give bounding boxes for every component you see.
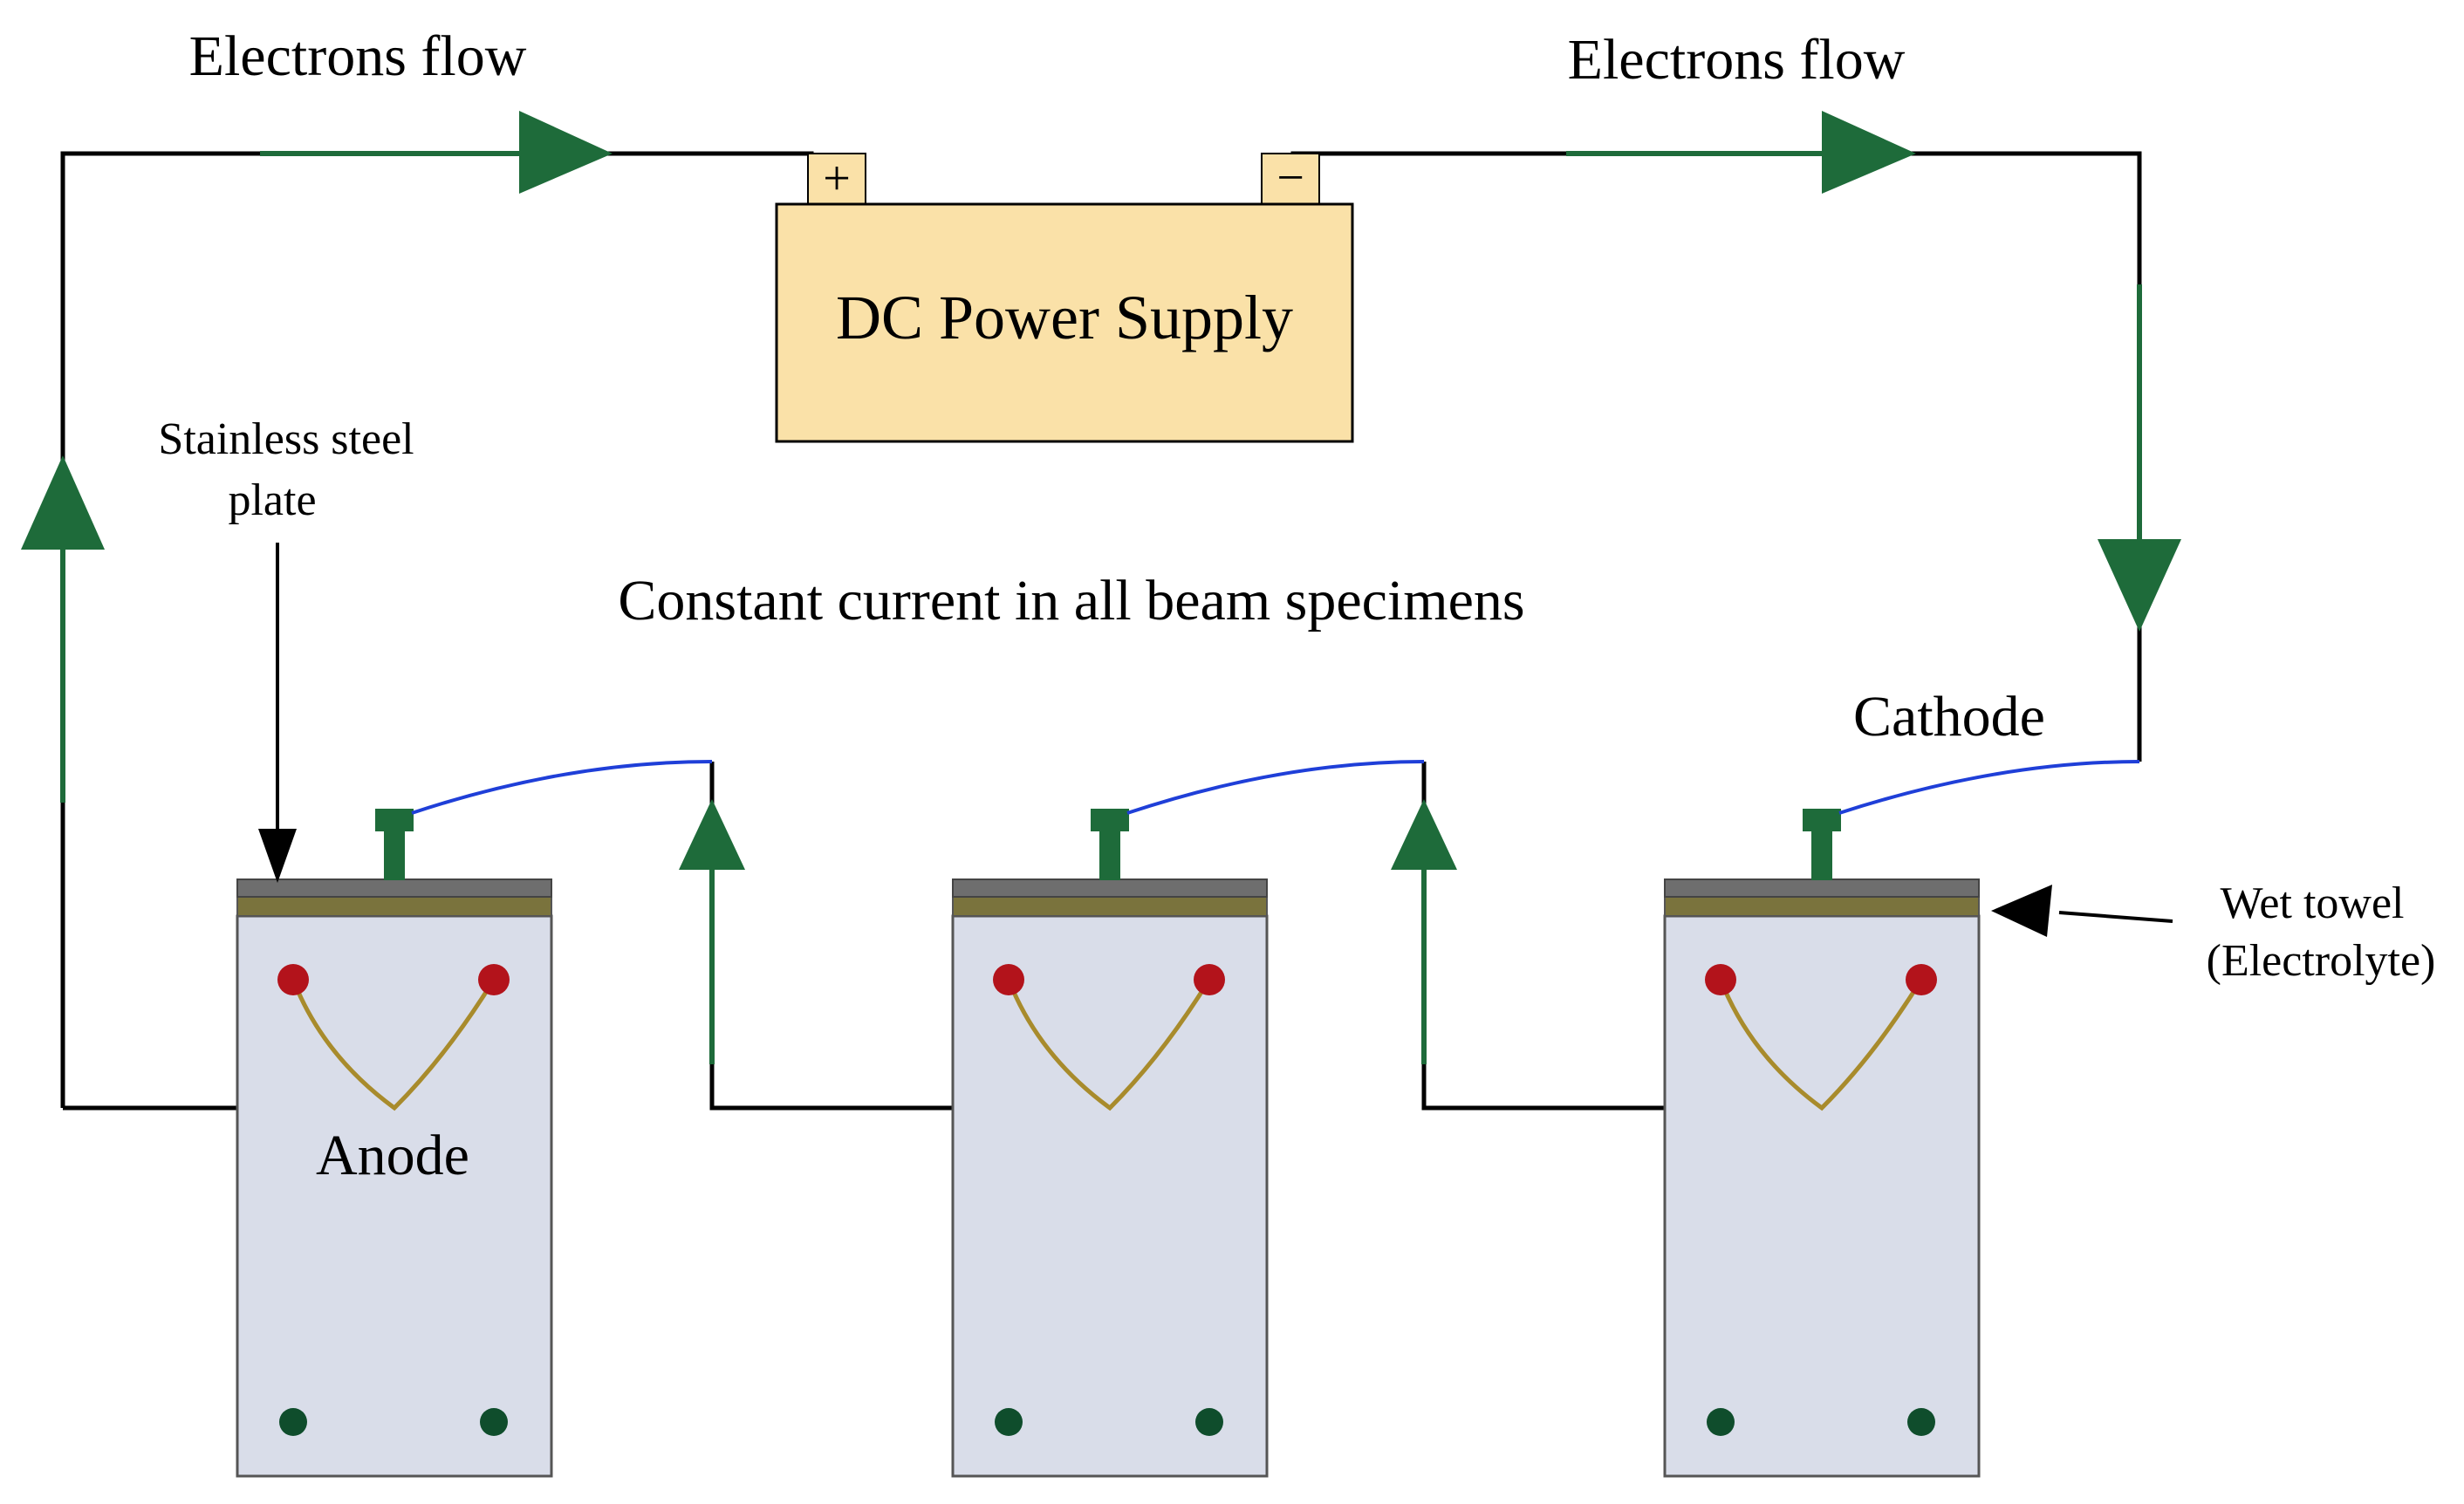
- steel-plate: [236, 878, 552, 898]
- steel-plate: [1664, 878, 1980, 898]
- negative-sign: −: [1276, 151, 1304, 205]
- flow-arrow-right-icon: [519, 111, 613, 194]
- beam-specimen-1: [236, 809, 553, 1478]
- power-supply-box: [775, 202, 1354, 443]
- electrons-flow-label-left: Electrons flow: [189, 24, 527, 88]
- concrete-beam: [1663, 914, 1981, 1478]
- stirrup-wire: [1718, 978, 1924, 1111]
- flow-arrow-down-icon: [2098, 539, 2181, 632]
- cathode-lead-1: [411, 760, 713, 815]
- negative-terminal: [1261, 153, 1320, 205]
- cathode-terminal-cap: [1803, 809, 1841, 831]
- electrons-flow-label-right: Electrons flow: [1568, 28, 1906, 92]
- cathode-terminal-cap: [1091, 809, 1129, 831]
- bottom-rebar: [1195, 1408, 1223, 1436]
- top-rebar: [478, 964, 510, 995]
- cathode-label: Cathode: [1853, 685, 2045, 749]
- cathode-terminal-cap: [375, 809, 414, 831]
- electron-flow-indicators: [21, 111, 2181, 1064]
- top-rebar: [277, 964, 309, 995]
- cathode-lead-3: [1838, 760, 2140, 815]
- top-rebar: [1906, 964, 1937, 995]
- stirrup-wire: [291, 978, 496, 1111]
- flow-arrow-up-icon: [21, 455, 105, 550]
- flow-arrow-right-icon: [1822, 111, 1916, 194]
- concrete-beam: [951, 914, 1269, 1478]
- stainless-plate-arrow-icon: [258, 829, 297, 883]
- beam-specimen-3: [1663, 809, 1981, 1478]
- stainless-steel-label-line1: Stainless steel: [158, 414, 414, 464]
- dc-power-supply: + − DC Power Supply: [775, 151, 1354, 443]
- right-supply-wire: [1290, 151, 2142, 762]
- stirrup-wire: [1006, 978, 1212, 1111]
- wet-towel-layer: [1664, 896, 1980, 917]
- cathode-leads: [411, 760, 2140, 815]
- bottom-rebar: [1707, 1408, 1735, 1436]
- wet-towel-layer: [952, 896, 1268, 917]
- wet-towel-label-line1: Wet towel: [2221, 878, 2405, 928]
- stainless-steel-label-line2: plate: [228, 475, 316, 525]
- cathode-terminal-post: [1811, 831, 1832, 880]
- bottom-rebar: [1907, 1408, 1935, 1436]
- cathode-lead-2: [1126, 760, 1425, 815]
- cathode-terminal-post: [384, 831, 405, 880]
- anode-label: Anode: [316, 1124, 469, 1187]
- top-rebar: [1705, 964, 1736, 995]
- wet-towel-layer: [236, 896, 552, 917]
- wet-towel-pointer: [2058, 911, 2173, 923]
- flow-arrow-up-icon: [679, 799, 745, 870]
- bottom-rebar: [279, 1408, 307, 1436]
- positive-sign: +: [823, 152, 851, 206]
- bottom-rebar: [480, 1408, 508, 1436]
- power-supply-label: DC Power Supply: [836, 283, 1293, 352]
- top-rebar: [993, 964, 1024, 995]
- flow-arrow-up-icon: [1391, 799, 1457, 870]
- wet-towel-label-line2: (Electrolyte): [2207, 936, 2436, 986]
- wet-towel-arrow-icon: [1991, 885, 2052, 937]
- top-rebar: [1194, 964, 1225, 995]
- concrete-beam: [236, 914, 553, 1478]
- cathode-terminal-post: [1099, 831, 1120, 880]
- beam-specimen-2: [951, 809, 1269, 1478]
- constant-current-label: Constant current in all beam specimens: [618, 569, 1524, 632]
- steel-plate: [952, 878, 1268, 898]
- bottom-rebar: [995, 1408, 1023, 1436]
